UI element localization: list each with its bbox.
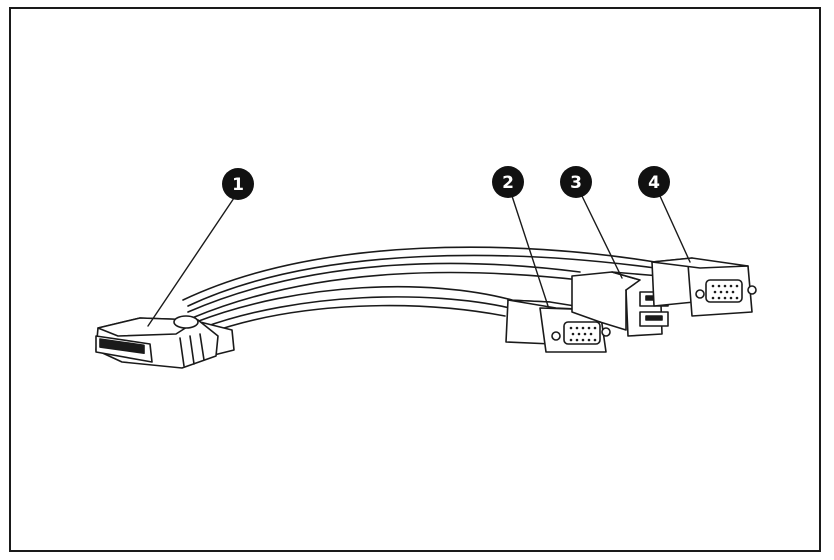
connector-1-ridge-b [189,335,195,365]
connector-2-screw-left [551,331,561,341]
connector-4-top [651,257,749,269]
leader-line-4 [659,195,691,263]
leader-line-3 [581,195,623,279]
callout-1: 1 [222,168,254,200]
cable-strand-2-b [201,296,511,329]
leader-lines [147,195,691,327]
connector-3-usb-tongue-bottom [645,315,663,321]
connector-1 [95,315,235,369]
connector-2-dsub [563,321,601,345]
leader-line-1 [147,197,235,327]
connector-1-ridge-c [199,333,205,361]
cable-bundle [182,246,656,335]
connector-4-screw-left [695,289,705,299]
cable-strand-4 [182,246,656,301]
callout-2-label: 2 [502,173,514,193]
connector-1-ridge-a [179,337,185,367]
connector-4-dsub [705,279,743,303]
cable-strand-1 [205,304,506,335]
cable-strand-3 [187,262,581,313]
callout-3-label: 3 [570,173,582,193]
cable-strand-2 [195,285,513,323]
connector-4 [651,257,757,317]
callout-3: 3 [560,166,592,198]
connector-1-pins [99,338,145,355]
cable-strand-3-b [191,271,581,319]
connector-1-thumbscrew [173,315,199,329]
connector-2-screw-right [601,327,611,337]
callout-4: 4 [638,166,670,198]
cable-strand-4-b [187,254,656,307]
leader-line-2 [511,195,549,307]
callout-1-label: 1 [232,175,244,195]
callout-2: 2 [492,166,524,198]
connector-4-screw-right [747,285,757,295]
connector-3-side [599,289,627,331]
connector-4-pins [711,284,739,300]
connector-2-pins [569,326,597,342]
callout-4-label: 4 [648,173,660,193]
